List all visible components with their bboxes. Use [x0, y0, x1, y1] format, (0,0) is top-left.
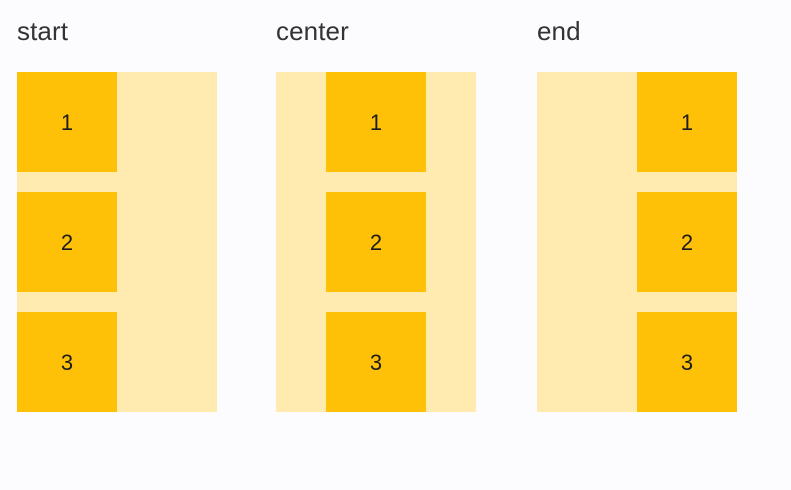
flex-item: 1	[326, 72, 426, 172]
flex-container-start: 1 2 3	[17, 72, 217, 412]
flex-item-label: 1	[680, 110, 694, 135]
flex-item-label: 1	[60, 110, 74, 135]
column-label-end: end	[537, 16, 581, 46]
flex-item-label: 3	[369, 350, 383, 375]
flex-container-center: 1 2 3	[276, 72, 476, 412]
flex-item: 1	[17, 72, 117, 172]
flex-item: 1	[637, 72, 737, 172]
column-label-start: start	[17, 16, 69, 46]
flex-item-label: 3	[60, 350, 74, 375]
flex-item-label: 2	[369, 230, 383, 255]
flex-item-label: 3	[680, 350, 694, 375]
column-label-center: center	[276, 16, 349, 46]
flex-item-label: 1	[369, 110, 383, 135]
flex-item-label: 2	[60, 230, 74, 255]
flex-item-label: 2	[680, 230, 694, 255]
flex-item: 2	[637, 192, 737, 292]
flex-item: 3	[326, 312, 426, 412]
flex-item: 2	[326, 192, 426, 292]
flex-container-end: 1 2 3	[537, 72, 737, 412]
flex-item: 3	[637, 312, 737, 412]
flex-item: 2	[17, 192, 117, 292]
flex-item: 3	[17, 312, 117, 412]
